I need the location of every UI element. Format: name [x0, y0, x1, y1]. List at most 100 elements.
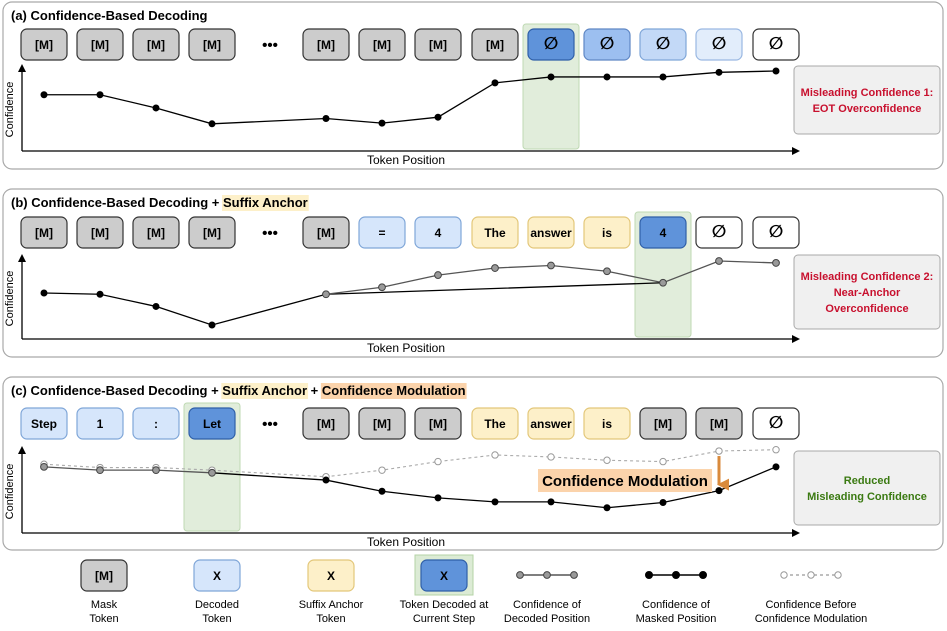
token-label: ∅ [769, 222, 784, 241]
token-mask [132, 216, 180, 249]
token-mask [414, 407, 462, 440]
legend-marker-before [834, 571, 842, 579]
note-text: Overconfidence [825, 303, 908, 315]
token-label: [M] [654, 417, 672, 431]
token-label: [M] [373, 38, 391, 52]
token-mask [76, 216, 124, 249]
token-eot1 [583, 28, 631, 61]
panel-title-part: (c) Confidence-Based Decoding + [11, 383, 222, 398]
panel-title: (b) Confidence-Based Decoding + Suffix A… [11, 195, 308, 210]
y-axis-label: Confidence [4, 82, 16, 138]
data-point-decoded [434, 271, 442, 279]
legend-token-label: X [213, 569, 221, 583]
data-point-decoded [772, 259, 780, 267]
token-label: is [602, 417, 612, 431]
data-point-masked [378, 487, 386, 495]
note-text: Misleading Confidence 1: [801, 87, 934, 99]
legend-marker-masked [645, 571, 653, 579]
token-label: answer [530, 417, 572, 431]
token-anchor [583, 216, 631, 249]
data-point-masked [96, 290, 104, 298]
token-mask [188, 216, 236, 249]
panel-b: (b) Confidence-Based Decoding + Suffix A… [2, 188, 944, 358]
legend-token-current [420, 559, 468, 592]
data-point-decoded [96, 466, 104, 475]
legend-token-mask [80, 559, 128, 592]
token-mask [302, 216, 350, 249]
data-point-masked [208, 120, 216, 128]
panel-title-part: + [307, 383, 322, 398]
ellipsis-text: ••• [262, 37, 278, 54]
token-label: [M] [203, 226, 221, 240]
token-mask [358, 407, 406, 440]
legend-caption: Mask [91, 599, 118, 611]
token-decoded [414, 216, 462, 249]
legend-caption: Token [202, 613, 231, 625]
token-anchor [583, 407, 631, 440]
legend-marker-decoded [516, 571, 524, 579]
legend-caption: Confidence Before [765, 599, 856, 611]
token-mask [188, 28, 236, 61]
data-point-decoded [152, 466, 160, 475]
token-anchor [471, 216, 519, 249]
legend-caption: Token [89, 613, 118, 625]
legend-marker-decoded [543, 571, 551, 579]
note-text: Near-Anchor [834, 287, 901, 299]
data-point-decoded [715, 257, 723, 265]
x-axis-label: Token Position [367, 153, 445, 167]
panel-c: (c) Confidence-Based Decoding + Suffix A… [2, 376, 944, 551]
token-label: = [378, 226, 385, 240]
legend-marker-masked [672, 571, 680, 579]
token-label: [M] [91, 38, 109, 52]
panel-title-part: Suffix Anchor [223, 195, 308, 210]
token-eot [752, 407, 800, 440]
legend-marker-masked [699, 571, 707, 579]
modulation-label: Confidence Modulation [542, 473, 708, 490]
data-point-masked [322, 115, 330, 123]
title-highlight [320, 383, 467, 399]
token-label: is [602, 226, 612, 240]
panel-title: (c) Confidence-Based Decoding + Suffix A… [11, 383, 466, 398]
token-label: [M] [317, 226, 335, 240]
data-point-decoded [547, 261, 555, 270]
token-eot [695, 216, 743, 249]
data-point-masked [40, 91, 48, 99]
series-line-decoded [43, 466, 213, 474]
data-point-before [772, 446, 780, 454]
data-point-masked [547, 498, 555, 506]
token-eot2 [639, 28, 687, 61]
data-point-masked [659, 73, 667, 81]
token-label: [M] [203, 38, 221, 52]
token-label: [M] [147, 38, 165, 52]
legend-token-anchor [307, 559, 355, 592]
note-box [793, 450, 941, 526]
note-text: Reduced [844, 475, 890, 487]
token-mask [358, 28, 406, 61]
legend-caption: Confidence of [513, 599, 582, 611]
x-axis-label: Token Position [367, 535, 445, 549]
token-label: 4 [435, 226, 442, 240]
legend-caption: Decoded Position [504, 613, 590, 625]
token-label: ∅ [656, 34, 671, 53]
data-point-decoded [378, 283, 386, 292]
note-box [793, 254, 941, 330]
token-mask [20, 216, 68, 249]
series-line-masked [43, 282, 664, 326]
data-point-masked [715, 68, 723, 76]
token-label: ∅ [544, 34, 559, 53]
token-mask [132, 28, 180, 61]
data-point-masked [772, 67, 780, 75]
data-point-decoded [491, 264, 499, 272]
token-decoded [20, 407, 68, 440]
legend-marker-before [780, 571, 788, 579]
token-label: 4 [660, 226, 667, 240]
legend-caption: Token [316, 613, 345, 625]
data-point-before [491, 451, 499, 459]
token-anchor [527, 216, 575, 249]
token-current [188, 407, 236, 440]
token-label: [M] [147, 226, 165, 240]
panel-title: (a) Confidence-Based Decoding [11, 8, 208, 23]
data-point-masked [491, 79, 499, 87]
